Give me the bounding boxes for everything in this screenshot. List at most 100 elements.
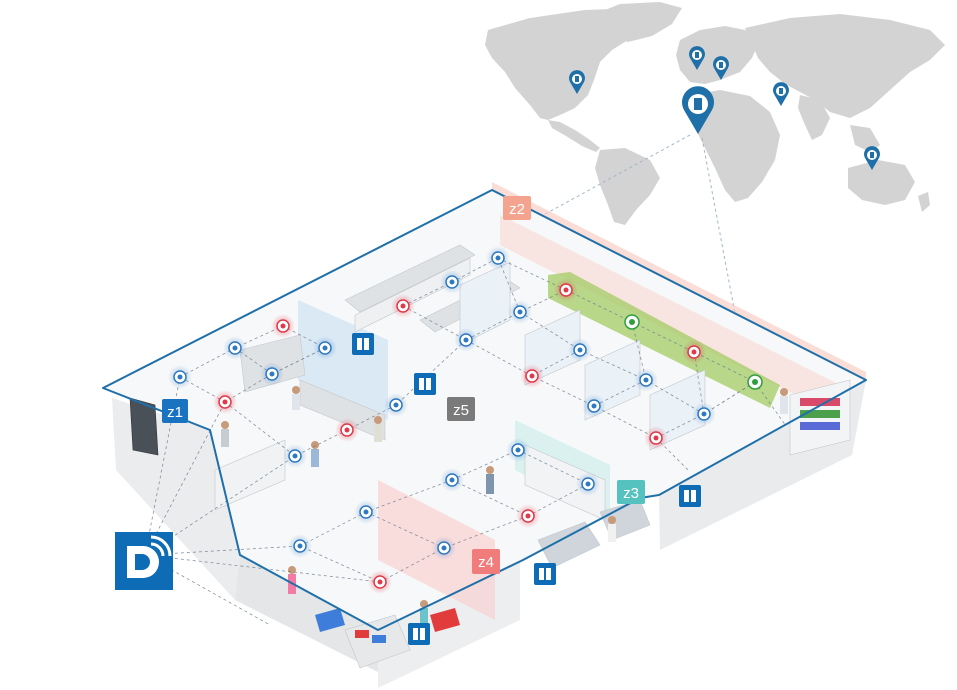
zone-label-z3[interactable]: z3: [617, 480, 645, 504]
umbrella-table: [315, 608, 345, 632]
shopper: [311, 441, 319, 467]
sensor-node-red: [516, 504, 540, 528]
product-stack: [800, 398, 840, 406]
d-wireless-logo-icon[interactable]: [115, 532, 173, 590]
gateway-device-icon[interactable]: [408, 623, 430, 645]
zone-label-text: z4: [478, 554, 494, 571]
floor-surface: [103, 190, 866, 630]
sensor-node-red: [213, 390, 237, 414]
map-greenland: [595, 2, 682, 42]
zone-labels: z1 z2 z3 z4 z5: [162, 196, 645, 574]
zone-label-text: z2: [509, 201, 525, 218]
sensor-node-red: [644, 426, 668, 450]
world-map: [485, 2, 945, 225]
sensor-node-blue: [354, 500, 378, 524]
shopper: [486, 466, 494, 494]
shelf: [354, 257, 471, 333]
map-india: [798, 95, 830, 140]
map-australia: [848, 160, 915, 205]
building-pin-icon[interactable]: [568, 56, 586, 94]
map-southeast-asia: [850, 125, 880, 152]
shopper: [374, 416, 382, 442]
sensor-node-blue: [568, 338, 592, 362]
product-stack: [800, 422, 840, 430]
map-africa: [688, 90, 780, 202]
zone-tints: [298, 215, 850, 620]
sensor-node-blue: [576, 472, 600, 496]
map-pins: [568, 46, 880, 170]
sensor-node-red: [682, 340, 706, 364]
gateways: [352, 333, 701, 645]
sensor-node-red: [271, 314, 295, 338]
store-outline: [102, 189, 867, 631]
building-pin-icon[interactable]: [713, 56, 729, 80]
zone-label-z5[interactable]: z5: [447, 397, 475, 421]
shopper: [288, 566, 296, 594]
sensor-node-red: [554, 278, 578, 302]
sensor-node-blue: [692, 402, 716, 426]
map-europe: [676, 26, 760, 84]
zone-label-text: z1: [167, 404, 183, 421]
sensor-node-red: [520, 364, 544, 388]
sensor-node-blue: [283, 444, 307, 468]
front-wall: [235, 555, 378, 672]
zone2-tint: [500, 215, 850, 420]
sensor-node-blue: [508, 300, 532, 324]
sensor-node-blue: [260, 362, 284, 386]
back-wall-red: [492, 182, 866, 380]
sensor-node-blue: [440, 468, 464, 492]
map-asia: [745, 14, 945, 118]
washing-machines: [214, 439, 286, 511]
sensor-node-green: [624, 314, 640, 330]
building-pin-icon[interactable]: [773, 82, 789, 106]
sensor-node-blue: [582, 394, 606, 418]
map-south-america: [595, 148, 660, 225]
map-central-america: [548, 120, 600, 152]
building-pin-icon[interactable]: [864, 146, 880, 170]
zone-label-z1[interactable]: z1: [162, 399, 188, 423]
gateway-device-icon[interactable]: [534, 563, 556, 585]
shoppers: [221, 386, 788, 628]
shopper: [780, 388, 788, 414]
sensor-nodes: [168, 246, 763, 594]
zone-label-z4[interactable]: z4: [472, 549, 500, 574]
shopper: [292, 386, 300, 410]
map-new-zealand: [918, 192, 930, 212]
sensor-node-blue: [454, 328, 478, 352]
shelf: [344, 244, 476, 313]
sensor-node-blue: [486, 246, 510, 270]
building-pin-icon[interactable]: [689, 46, 705, 70]
gateway-device-icon[interactable]: [414, 373, 436, 395]
gateway-device-icon[interactable]: [679, 485, 701, 507]
umbrella-table: [430, 608, 460, 632]
sensor-node-blue: [506, 438, 530, 462]
zone-label-z2[interactable]: z2: [503, 196, 531, 220]
glass-counter: [537, 521, 601, 569]
sensor-node-green: [747, 374, 763, 390]
shopper: [221, 421, 229, 447]
green-highlight: [548, 272, 780, 408]
sensor-node-blue: [634, 368, 658, 392]
shelf: [459, 261, 511, 346]
sensor-node-red: [368, 570, 392, 594]
shopper: [608, 516, 616, 542]
sensor-node-red: [391, 294, 415, 318]
sensor-node-red: [335, 418, 359, 442]
sensor-node-blue: [223, 336, 247, 360]
sensor-node-blue: [384, 393, 408, 417]
sensor-node-blue: [440, 270, 464, 294]
dark-cabinet: [129, 397, 159, 456]
building-pin-icon-large[interactable]: [682, 86, 714, 134]
sensor-node-blue: [168, 365, 192, 389]
sensor-node-blue: [288, 534, 312, 558]
map-links: [524, 134, 741, 341]
zone-label-text: z3: [623, 485, 639, 502]
gateway-device-icon[interactable]: [352, 333, 374, 355]
sensor-node-blue: [313, 336, 337, 360]
product-stack: [372, 635, 386, 643]
product-stack: [355, 630, 369, 638]
sensor-node-blue: [432, 536, 456, 560]
zone-label-text: z5: [453, 402, 469, 419]
product-stack: [800, 410, 840, 418]
